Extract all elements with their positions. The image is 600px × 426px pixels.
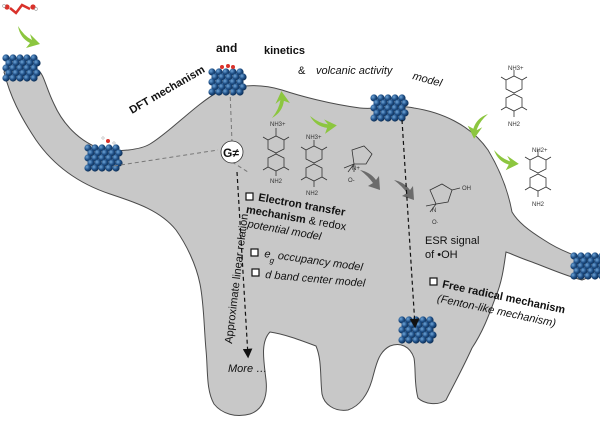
tmb-molecule-top-right: [500, 70, 528, 117]
title-ampersand: &: [298, 65, 306, 77]
tmb-molecule-second: [300, 140, 328, 187]
dmpo-oh-n: N: [432, 208, 436, 214]
dmpo-molecule: [343, 145, 373, 173]
title-and: and: [216, 41, 237, 55]
catalyst-cluster-icon: [570, 252, 600, 280]
dmpo-oh-o: O·: [432, 220, 439, 226]
tmb-center-charge: NH3+: [270, 122, 286, 128]
tmb-center-amine: NH2: [270, 179, 283, 185]
tmb-second-charge: NH3+: [306, 135, 322, 141]
g-transition-circle: [220, 140, 244, 164]
tmb-top-right-charge: NH3+: [508, 66, 524, 72]
g-transition-symbol: G≠: [223, 146, 239, 160]
more-label: More …: [228, 363, 267, 375]
dmpo-oh-group: OH: [462, 186, 471, 192]
checkbox-icon: [250, 248, 259, 257]
dashed-connector: [229, 89, 233, 143]
dashed-connector: [113, 149, 219, 167]
tmb-second-amine: NH2: [306, 191, 319, 197]
checkbox-icon: [245, 192, 254, 201]
catalyst-cluster-icon: [2, 54, 41, 82]
title-volcanic-activity: volcanic activity: [316, 65, 394, 77]
catalyst-cluster-icon: [370, 94, 409, 122]
title-model: model: [411, 70, 444, 89]
elephant-silhouette: [3, 65, 595, 417]
dashed-connector: [231, 161, 249, 173]
checkbox-icon: [429, 277, 438, 286]
dmpo-oh-molecule: [425, 183, 461, 213]
green-arrow-icon: [18, 26, 40, 48]
esr-signal-line2: of •OH: [425, 249, 458, 261]
tmb-right-amine: NH2: [532, 202, 545, 208]
dmpo-n-plus: N+: [352, 166, 360, 172]
catalyst-cluster-icon: [398, 316, 437, 344]
title-kinetics: kinetics: [264, 45, 305, 57]
catalyst-cluster-icon: [208, 68, 247, 96]
tmb-molecule-center: [262, 128, 290, 176]
oxygen-molecule-icon: [2, 3, 38, 15]
tmb-molecule-right: [524, 150, 552, 197]
esr-signal-line1: ESR signal: [425, 235, 479, 247]
tmb-right-charge: NH2+: [532, 148, 548, 154]
catalyst-cluster-icon: [84, 144, 123, 172]
dashed-arrow-left: [236, 171, 253, 359]
tmb-top-right-amine: NH2: [508, 122, 521, 128]
checkbox-icon: [251, 268, 260, 277]
dmpo-o-minus: O-: [348, 178, 355, 184]
adsorbate-icon: [101, 64, 235, 145]
